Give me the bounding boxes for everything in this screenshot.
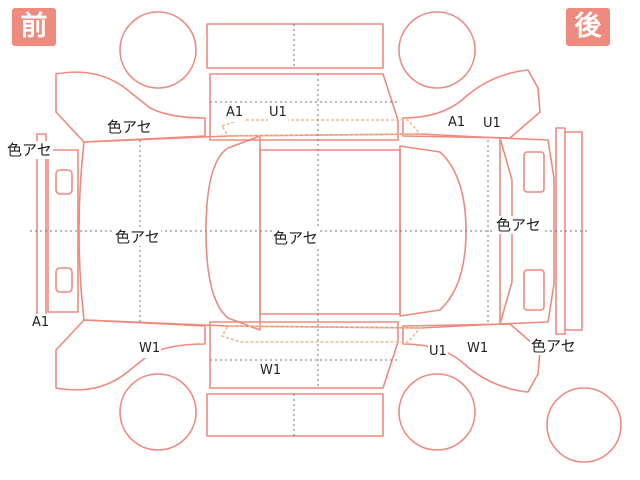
right-roof-rail-panel xyxy=(206,393,384,437)
windshield xyxy=(205,135,261,331)
right-rear-fender xyxy=(402,323,541,393)
mark-front-bumper-corner: A1 xyxy=(31,314,51,332)
mark-right-front-fender: W1 xyxy=(138,340,162,358)
mark-hood: 色アセ xyxy=(114,228,161,246)
mark-left-rear-pillar: A1 xyxy=(447,114,467,132)
mark-right-rear-quarter: W1 xyxy=(466,340,490,358)
mark-trunk: 色アセ xyxy=(495,216,542,234)
rear-bumper-end xyxy=(565,131,583,331)
rear-badge: 後 xyxy=(566,8,610,46)
mark-right-rear-door: U1 xyxy=(428,343,448,361)
mark-left-front-pillar: A1 xyxy=(225,104,245,122)
spare-tire xyxy=(546,387,622,463)
left-window-strip xyxy=(221,119,421,137)
wheel-front-left xyxy=(119,11,197,89)
right-side-doors xyxy=(209,321,399,389)
mark-roof: 色アセ xyxy=(272,229,319,247)
wheel-front-right xyxy=(119,373,197,451)
mark-right-rocker: W1 xyxy=(259,362,283,380)
wheel-rear-left xyxy=(398,11,476,89)
front-light-upper xyxy=(55,169,73,195)
mark-rear-bumper-side: 色アセ xyxy=(530,337,577,355)
left-front-fender xyxy=(55,71,206,143)
left-roof-rail-panel xyxy=(206,23,384,69)
right-front-fender xyxy=(55,319,206,391)
left-rear-fender xyxy=(402,69,541,139)
rear-light-upper xyxy=(523,151,545,193)
mark-left-rear-quarter: U1 xyxy=(482,115,502,133)
rear-tailgate xyxy=(499,137,555,325)
car-body xyxy=(78,133,513,329)
right-window-strip xyxy=(221,325,421,343)
mark-left-roof-rail: U1 xyxy=(268,104,288,122)
rear-light-lower xyxy=(523,269,545,311)
left-side-doors xyxy=(209,73,399,141)
front-grille xyxy=(47,149,79,313)
front-light-lower xyxy=(55,267,73,293)
mark-left-front-fender: 色アセ xyxy=(106,118,153,136)
front-badge: 前 xyxy=(12,8,56,46)
mark-front-bumper-side: 色アセ xyxy=(6,141,53,159)
wheel-rear-right xyxy=(398,373,476,451)
